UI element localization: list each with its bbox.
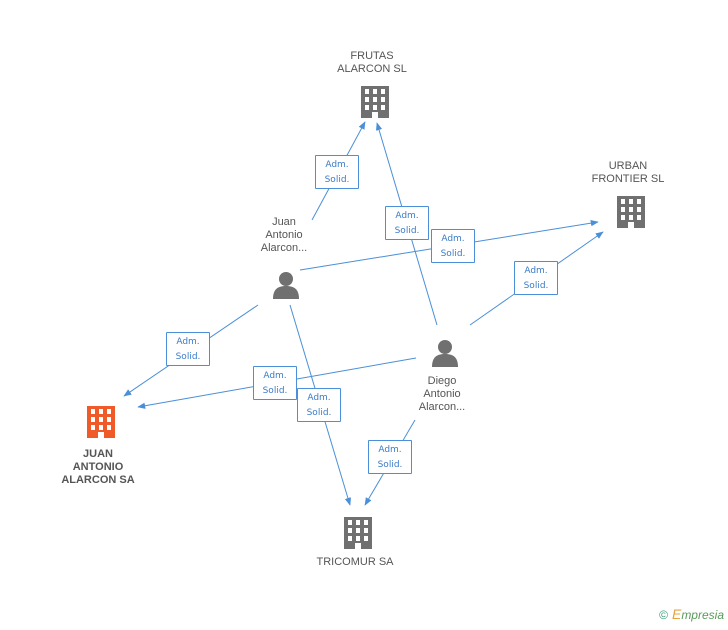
node-label-urban[interactable]: URBAN FRONTIER SL: [578, 160, 678, 186]
edge-label-line2: Solid.: [377, 460, 403, 470]
edge-label-line1: Adm.: [176, 337, 200, 347]
copyright-icon: ©: [659, 608, 668, 622]
node-label-line: Antonio: [265, 229, 303, 241]
edge-label-juan-tricomur: Adm. Solid.: [297, 388, 341, 422]
edge-label-line1: Adm.: [441, 234, 465, 244]
edge-label-diego-urban: Adm. Solid.: [514, 261, 558, 295]
node-label-tricomur[interactable]: TRICOMUR SA: [305, 556, 405, 569]
person-icon-juan: [273, 272, 299, 299]
edge-label-line1: Adm.: [395, 211, 419, 221]
node-label-line: FRONTIER SL: [591, 173, 665, 185]
person-icon-diego: [432, 340, 458, 367]
node-label-line: Alarcon...: [260, 242, 308, 254]
edge-label-juan-frutas: Adm. Solid.: [315, 155, 359, 189]
node-label-diego-person[interactable]: Diego Antonio Alarcon...: [402, 375, 482, 414]
edge-label-diego-juancompany: Adm. Solid.: [253, 366, 297, 400]
node-label-line: ALARCON SA: [61, 474, 135, 486]
brand-logo-rest: mpresia: [681, 608, 724, 622]
edge-label-line2: Solid.: [306, 408, 332, 418]
node-label-line: FRUTAS: [350, 50, 394, 62]
edge-label-diego-tricomur: Adm. Solid.: [368, 440, 412, 474]
node-label-line: Alarcon...: [418, 401, 466, 413]
edge-label-juan-juancompany: Adm. Solid.: [166, 332, 210, 366]
edge-label-line2: Solid.: [262, 386, 288, 396]
node-label-line: ANTONIO: [72, 461, 124, 473]
node-label-line: Juan: [272, 216, 296, 228]
node-label-frutas[interactable]: FRUTAS ALARCON SL: [320, 50, 424, 76]
node-label-line: URBAN: [608, 160, 648, 172]
brand-logo-first: E: [671, 606, 682, 622]
node-label-juan-person[interactable]: Juan Antonio Alarcon...: [244, 216, 324, 255]
edge-label-line1: Adm.: [263, 371, 287, 381]
edge-label-line2: Solid.: [440, 249, 466, 259]
edge-label-juan-urban: Adm. Solid.: [431, 229, 475, 263]
edge-label-diego-frutas: Adm. Solid.: [385, 206, 429, 240]
node-label-line: Diego: [427, 375, 457, 387]
building-icon-urban: [617, 196, 645, 228]
brand-logo: Empresia: [671, 606, 724, 622]
node-label-juan-company[interactable]: JUAN ANTONIO ALARCON SA: [48, 448, 148, 487]
edge-label-line1: Adm.: [325, 160, 349, 170]
edge-label-line2: Solid.: [324, 175, 350, 185]
node-label-line: TRICOMUR SA: [316, 556, 394, 568]
edge-label-line2: Solid.: [175, 352, 201, 362]
building-icon-frutas: [361, 86, 389, 118]
node-label-line: JUAN: [83, 448, 113, 460]
building-icon-juan-company: [87, 406, 115, 438]
node-label-line: Antonio: [423, 388, 461, 400]
edge-label-line1: Adm.: [307, 393, 331, 403]
edge-label-line2: Solid.: [394, 226, 420, 236]
edge-label-line1: Adm.: [378, 445, 402, 455]
footer-brand[interactable]: ©Empresia: [659, 606, 724, 622]
node-label-line: ALARCON SL: [337, 63, 407, 75]
edge-label-line2: Solid.: [523, 281, 549, 291]
building-icon-tricomur: [344, 517, 372, 549]
edge-label-line1: Adm.: [524, 266, 548, 276]
